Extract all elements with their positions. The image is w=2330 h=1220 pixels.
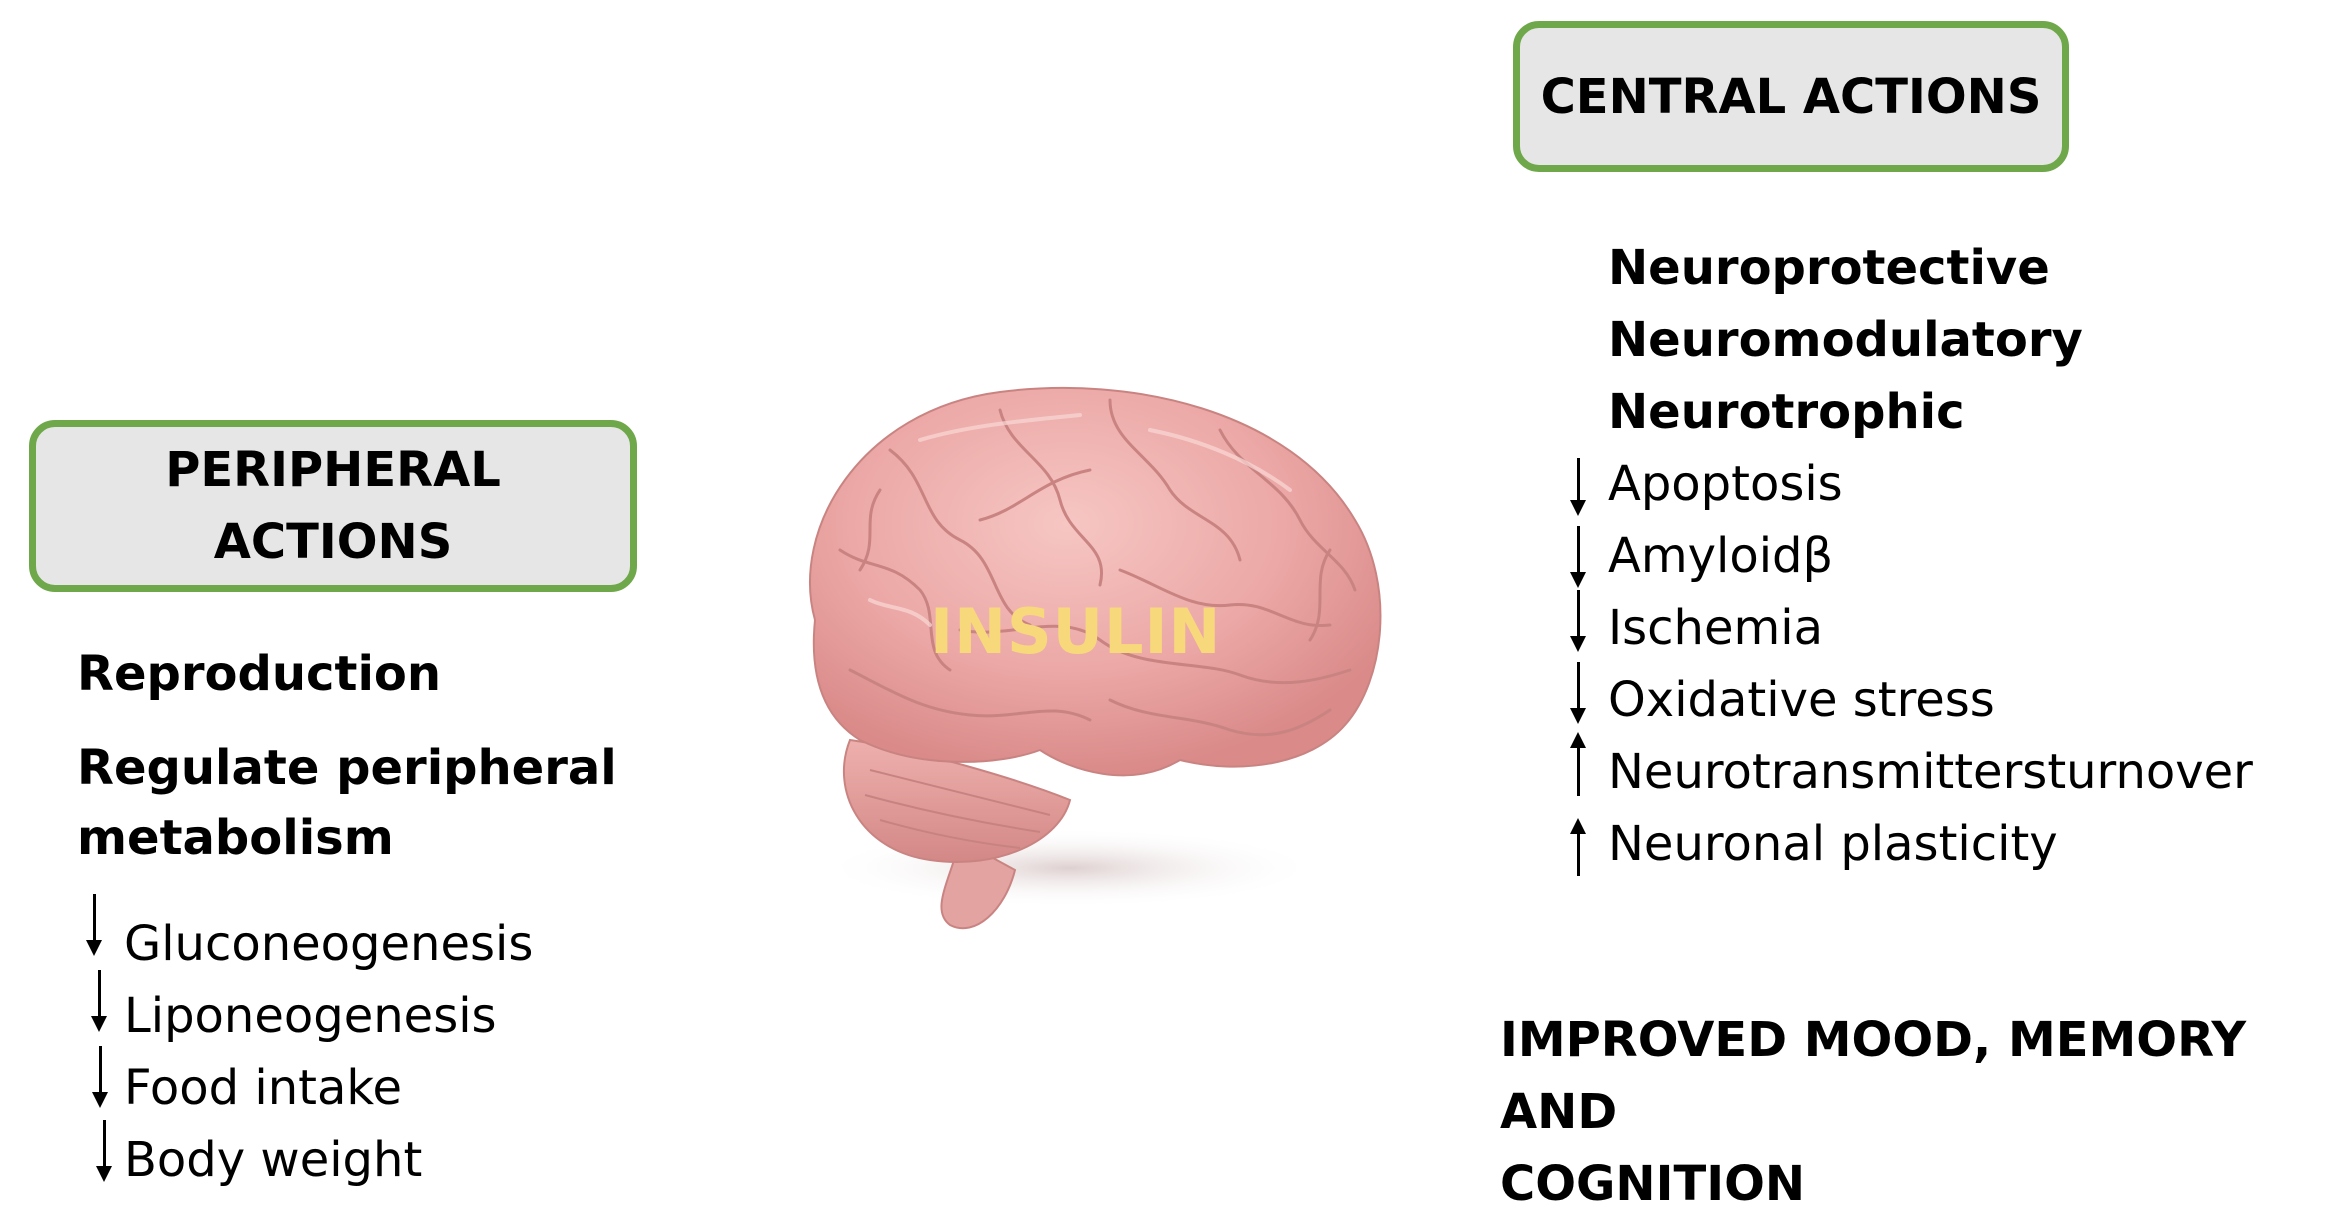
peripheral-effect-liponeogenesis: Liponeogenesis	[124, 988, 497, 1044]
peripheral-effect-food-intake: Food intake	[124, 1060, 402, 1116]
up-arrow-icon	[1567, 818, 1589, 876]
central-effect-amyloid: Amyloidβ	[1608, 528, 1834, 584]
down-arrow-icon	[89, 1046, 111, 1108]
insulin-label: INSULIN	[930, 595, 1222, 668]
peripheral-item-metabolism: metabolism	[77, 810, 394, 866]
down-arrow-icon	[1567, 662, 1589, 724]
central-effect-apoptosis: Apoptosis	[1608, 456, 1843, 512]
peripheral-item-reproduction: Reproduction	[77, 646, 442, 702]
central-effect-neuronal-plasticity: Neuronal plasticity	[1608, 816, 2058, 872]
brain-illustration	[770, 370, 1390, 970]
central-effect-neurotransmitters: Neurotransmittersturnover	[1608, 744, 2253, 800]
central-actions-box: CENTRAL ACTIONS	[1513, 21, 2069, 172]
peripheral-effect-gluconeogenesis: Gluconeogenesis	[124, 916, 534, 972]
down-arrow-icon	[83, 894, 105, 956]
down-arrow-icon	[88, 970, 110, 1032]
conclusion-line2: COGNITION	[1500, 1156, 1806, 1212]
peripheral-title-line2: ACTIONS	[213, 514, 453, 570]
peripheral-title-line1: PERIPHERAL	[165, 442, 501, 498]
down-arrow-icon	[1567, 590, 1589, 652]
up-arrow-icon	[1567, 732, 1589, 796]
peripheral-actions-box: PERIPHERAL ACTIONS	[29, 420, 637, 592]
central-item-neuromodulatory: Neuromodulatory	[1608, 312, 2083, 368]
central-effect-ischemia: Ischemia	[1608, 600, 1824, 656]
central-item-neuroprotective: Neuroprotective	[1608, 240, 2050, 296]
conclusion-line1: IMPROVED MOOD, MEMORY AND	[1500, 1012, 2247, 1140]
peripheral-effect-body-weight: Body weight	[124, 1132, 423, 1188]
down-arrow-icon	[1567, 458, 1589, 516]
central-title: CENTRAL ACTIONS	[1540, 68, 2042, 125]
peripheral-item-regulate: Regulate peripheral	[77, 740, 617, 796]
conclusion-text: IMPROVED MOOD, MEMORY AND COGNITION	[1500, 1004, 2330, 1220]
central-item-neurotrophic: Neurotrophic	[1608, 384, 1965, 440]
down-arrow-icon	[93, 1120, 115, 1182]
down-arrow-icon	[1567, 526, 1589, 588]
central-effect-oxidative-stress: Oxidative stress	[1608, 672, 1995, 728]
